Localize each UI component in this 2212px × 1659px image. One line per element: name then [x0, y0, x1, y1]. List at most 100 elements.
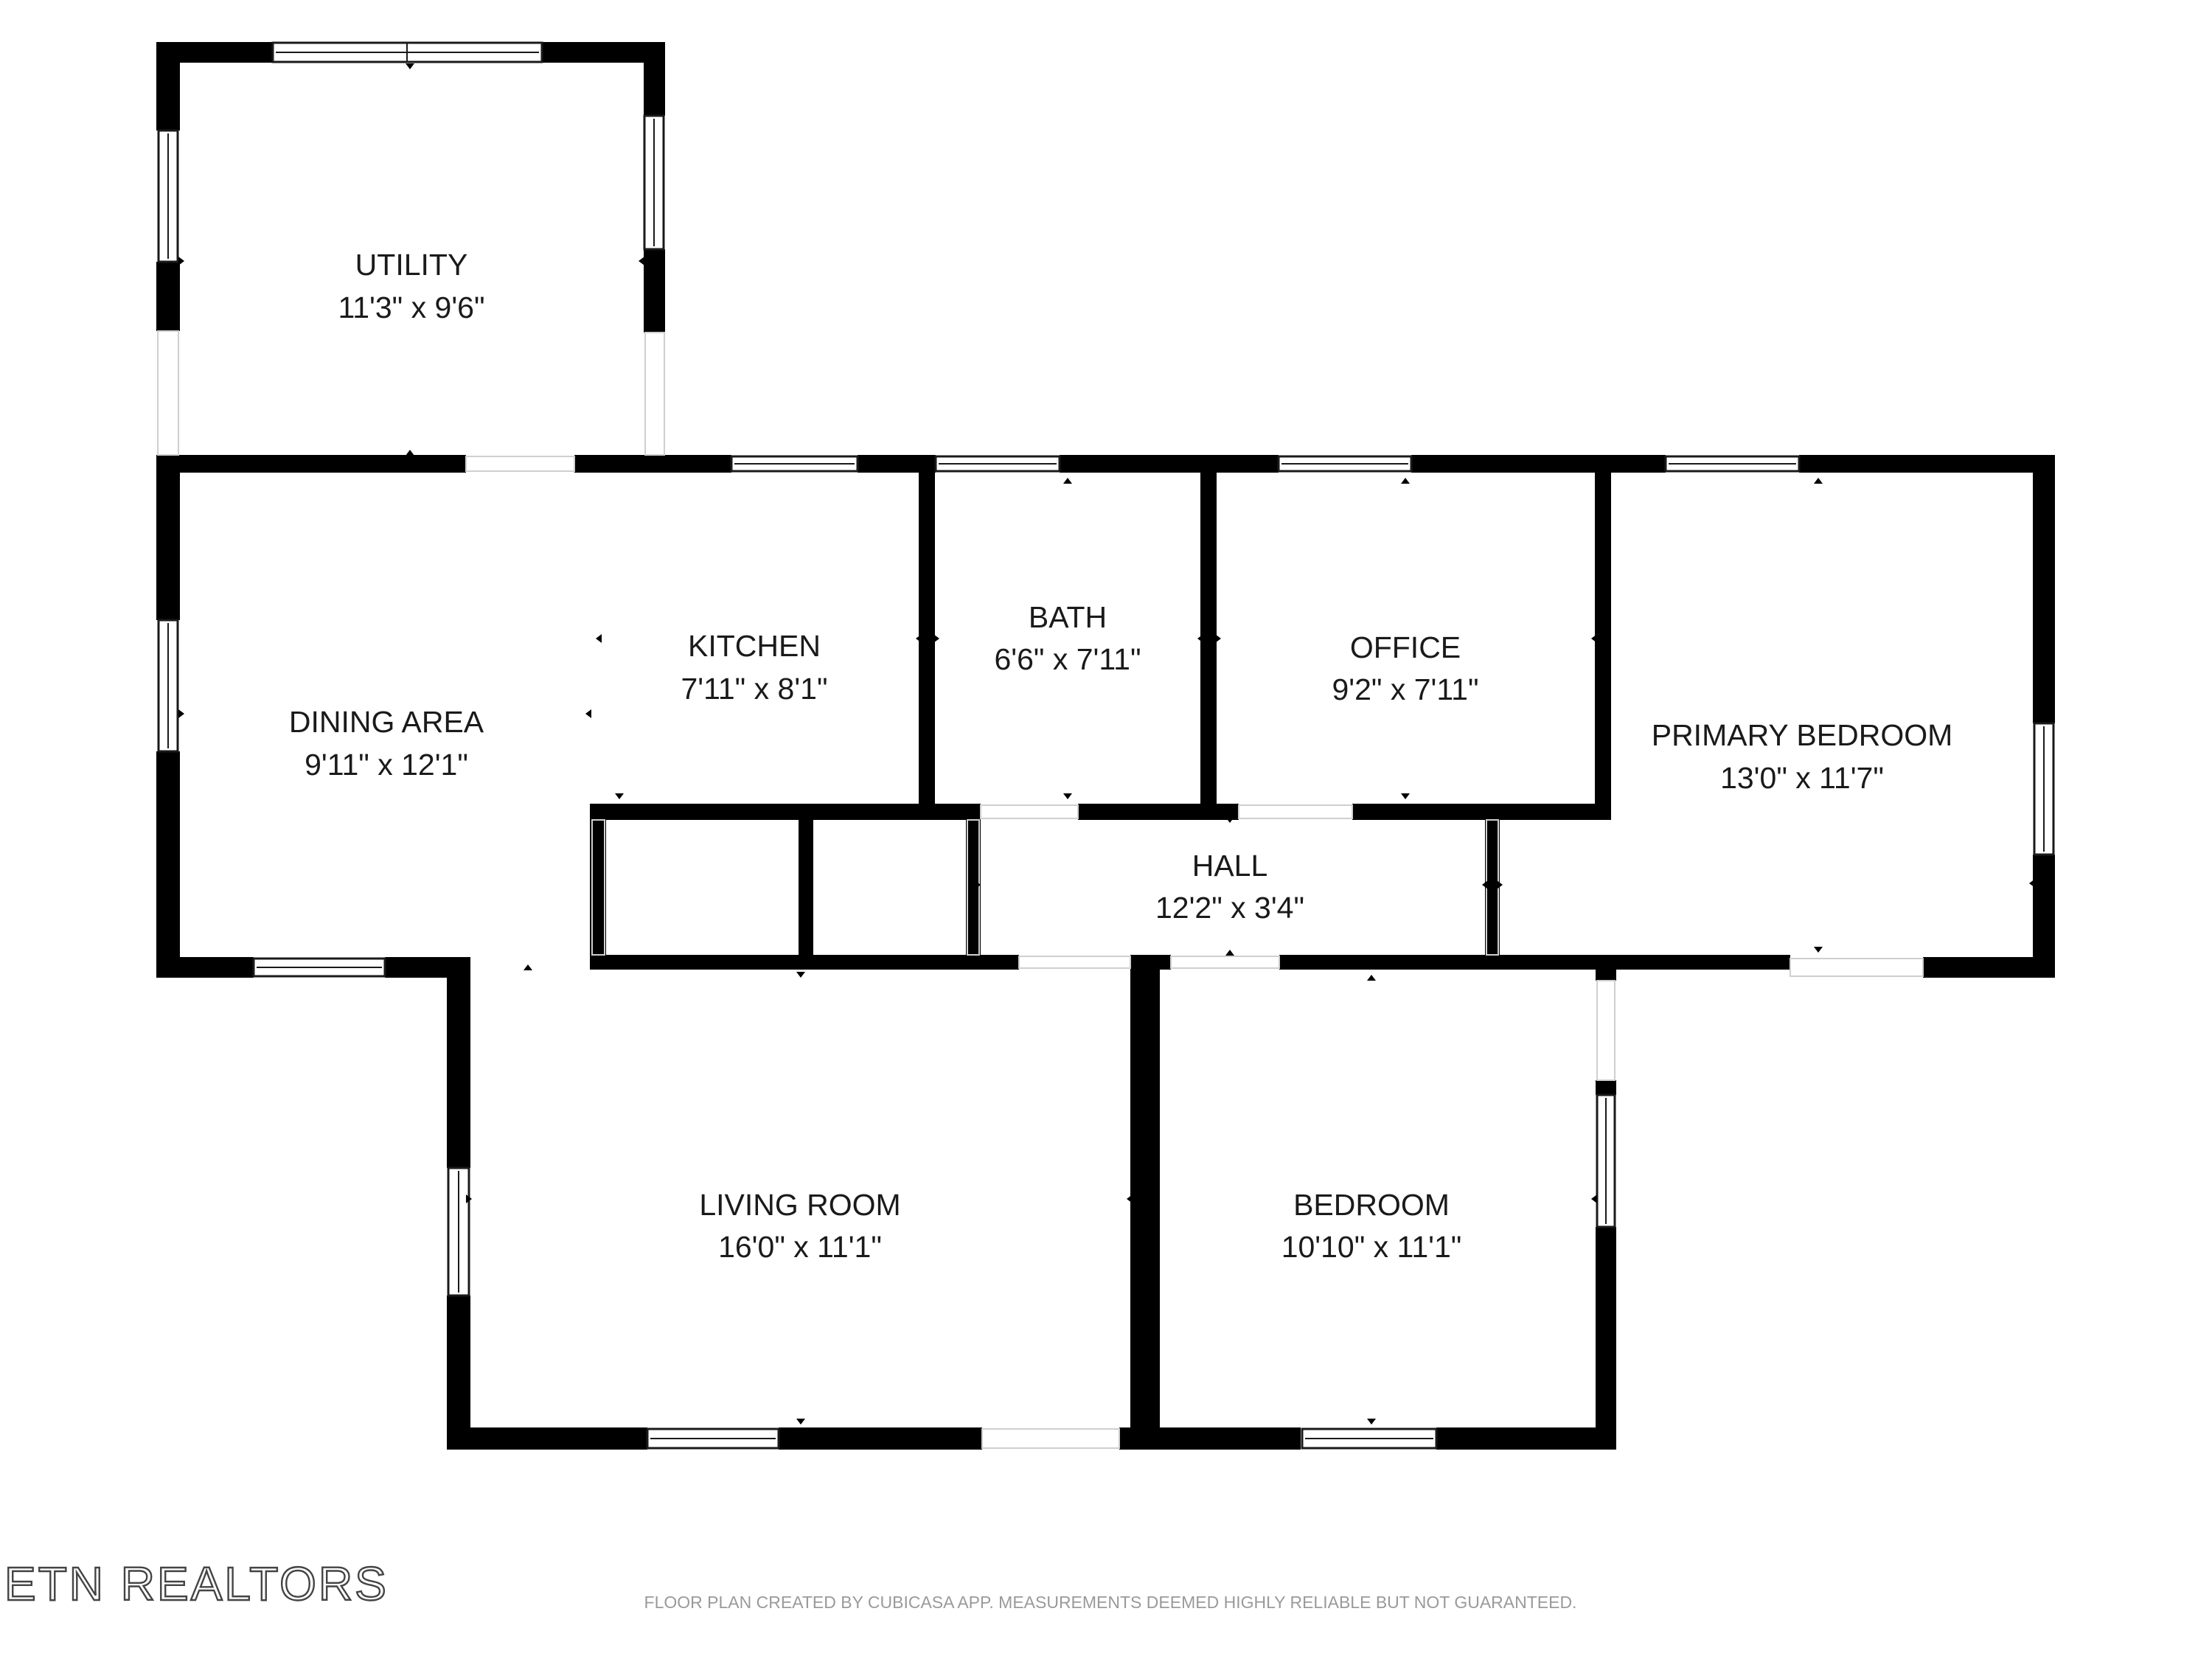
- door-opening: [465, 456, 575, 472]
- room-size: 6'6" x 7'11": [994, 642, 1141, 676]
- wall: [447, 1427, 647, 1450]
- dimension-marker: [933, 634, 939, 643]
- dimension-marker: [1063, 793, 1072, 799]
- room-size: 11'3" x 9'6": [338, 291, 484, 324]
- room-name: OFFICE: [1350, 630, 1461, 664]
- dimension-marker: [916, 634, 922, 643]
- wall: [2033, 455, 2055, 723]
- door-opening: [157, 330, 179, 456]
- door-opening: [980, 804, 1079, 819]
- door-opening: [644, 332, 665, 456]
- dimension-marker: [585, 709, 591, 718]
- dimension-marker: [1367, 975, 1376, 981]
- wall: [156, 455, 180, 620]
- window: [157, 129, 179, 263]
- wall: [1411, 455, 1666, 473]
- wall: [156, 455, 466, 473]
- dimension-marker: [975, 880, 981, 889]
- dimension-marker: [796, 972, 805, 978]
- wall: [574, 455, 731, 473]
- dimension-marker: [178, 709, 184, 718]
- dimension-marker: [1225, 817, 1234, 823]
- wall: [156, 957, 254, 978]
- door-opening: [967, 819, 980, 956]
- wall: [1485, 811, 1500, 970]
- room-size: 9'11" x 12'1": [305, 748, 468, 782]
- wall: [644, 249, 665, 333]
- brand-logo: ETN REALTORS: [4, 1557, 389, 1610]
- room-bedroom: BEDROOM 10'10" x 11'1": [1281, 1188, 1462, 1264]
- room-name: DINING AREA: [289, 705, 484, 739]
- door-opening: [1596, 980, 1615, 1081]
- dimension-marker: [1225, 950, 1234, 956]
- room-size: 7'11" x 8'1": [681, 672, 827, 706]
- dimension-marker: [1127, 1194, 1133, 1203]
- window: [157, 619, 179, 753]
- room-utility: UTILITY 11'3" x 9'6": [338, 248, 484, 324]
- dimension-marker: [1144, 1194, 1150, 1203]
- wall: [1799, 455, 2055, 473]
- door-opening: [981, 1428, 1120, 1449]
- dimension-marker: [1814, 947, 1823, 953]
- wall: [799, 811, 813, 969]
- wall: [590, 804, 606, 969]
- room-size: 16'0" x 11'1": [718, 1230, 882, 1264]
- window: [252, 957, 386, 978]
- dimension-marker: [1401, 793, 1410, 799]
- wall: [779, 1427, 982, 1450]
- walls: [156, 42, 2055, 1450]
- disclaimer-text: FLOOR PLAN CREATED BY CUBICASA APP. MEAS…: [644, 1593, 1577, 1612]
- wall: [1352, 804, 1611, 820]
- dimension-marker: [524, 964, 532, 970]
- room-living: LIVING ROOM 16'0" x 11'1": [699, 1188, 900, 1264]
- wall: [156, 751, 180, 978]
- dimension-marker: [1401, 478, 1410, 484]
- window: [1596, 1093, 1616, 1228]
- door-opening: [1790, 958, 1924, 977]
- dimension-marker: [1591, 1194, 1597, 1203]
- wall: [644, 42, 665, 116]
- wall: [590, 955, 1019, 970]
- wall: [1923, 957, 2055, 978]
- door-openings: [157, 330, 1924, 1449]
- window: [447, 1166, 470, 1297]
- window: [646, 1427, 780, 1450]
- window: [1301, 1427, 1438, 1450]
- dimension-marker: [1215, 634, 1221, 643]
- room-size: 12'2" x 3'4": [1155, 891, 1304, 925]
- dimension-marker: [1482, 880, 1488, 889]
- room-bath: BATH 6'6" x 7'11": [994, 600, 1141, 676]
- dimension-marker: [1367, 1419, 1376, 1425]
- dimension-marker: [406, 450, 414, 456]
- dimension-marker: [796, 1419, 805, 1425]
- wall: [447, 957, 470, 1168]
- door-opening: [1170, 956, 1280, 969]
- window: [1664, 455, 1801, 473]
- wall: [156, 42, 180, 131]
- window: [1277, 455, 1413, 473]
- wall: [447, 1295, 470, 1450]
- room-kitchen: KITCHEN 7'11" x 8'1": [681, 629, 827, 706]
- room-name: PRIMARY BEDROOM: [1652, 718, 1953, 752]
- room-dining: DINING AREA 9'11" x 12'1": [289, 705, 484, 782]
- room-name: LIVING ROOM: [699, 1188, 900, 1222]
- room-primary-bedroom: PRIMARY BEDROOM 13'0" x 11'7": [1652, 718, 1953, 795]
- room-name: KITCHEN: [688, 629, 821, 663]
- wall: [1147, 966, 1160, 1450]
- window: [271, 41, 543, 63]
- window: [934, 455, 1061, 473]
- room-office: OFFICE 9'2" x 7'11": [1332, 630, 1478, 706]
- window: [643, 114, 665, 251]
- wall: [1078, 804, 1239, 820]
- wall: [156, 262, 180, 331]
- room-hall: HALL 12'2" x 3'4": [1155, 849, 1304, 925]
- wall: [1596, 1227, 1616, 1450]
- windows: [157, 41, 2055, 1450]
- window: [2033, 722, 2055, 856]
- dimension-marker: [406, 63, 414, 69]
- door-opening: [1018, 956, 1131, 969]
- room-name: HALL: [1192, 849, 1268, 883]
- door-opening: [1238, 804, 1353, 819]
- wall: [1130, 955, 1171, 970]
